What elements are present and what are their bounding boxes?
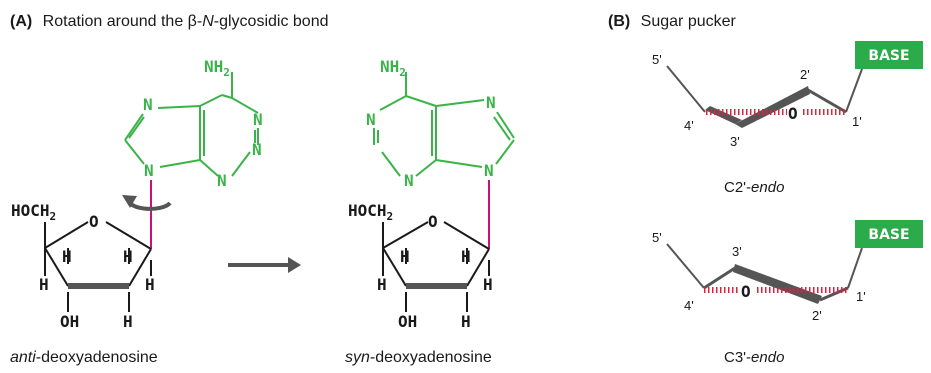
syn-n1-label: N [366, 110, 376, 129]
anti-n-ring-label: N [252, 140, 262, 159]
c2-endo-base-label: BASE [868, 48, 909, 64]
anti-n9-label: N [144, 161, 154, 180]
panel-b-title: (B) Sugar pucker [608, 13, 737, 30]
panel-a-letter: (A) [10, 13, 32, 30]
c3-endo-base-box [855, 220, 923, 248]
c2-endo-pos4: 4' [684, 118, 694, 133]
c3-endo-c4-c3-bond [703, 266, 736, 290]
c3-endo-pos3: 3' [732, 244, 742, 259]
c2-endo-c1-base-bond [845, 68, 863, 113]
syn-caption: syn-deoxyadenosine [345, 349, 492, 366]
c2-endo-pos3: 3' [730, 134, 740, 149]
panel-b-title-text: Sugar pucker [641, 13, 737, 30]
anti-h-c1-lower: H [145, 275, 155, 294]
anti-deoxyadenosine-structure: NH2 N N N N N HOCH2 O H H [10, 57, 263, 366]
c3-endo-c1-base-bond [847, 247, 863, 289]
anti-nh2-label: NH2 [204, 57, 230, 79]
syn-oh-label: OH [398, 312, 417, 331]
anti-h-c1: H [123, 247, 133, 266]
anti-h-c2: H [123, 312, 133, 331]
conversion-arrow-icon [228, 257, 301, 273]
anti-ring-o-label: O [89, 212, 99, 231]
c2-endo-c5-c4-bond [666, 65, 706, 113]
anti-n1-label: N [253, 110, 263, 129]
c2-endo-pos1: 1' [852, 114, 862, 129]
syn-ring-o-label: O [428, 212, 438, 231]
panel-a-title-prefix: Rotation around the [43, 13, 188, 30]
panel-a-title: (A) Rotation around the β-N-glycosidic b… [10, 13, 329, 30]
c3-endo-pucker: BASE O 5' 4' 3' 2' 1' C3'-endo [652, 220, 923, 366]
anti-oh-label: OH [60, 312, 79, 331]
syn-sugar-bonds [382, 221, 490, 312]
syn-h-c1: H [461, 247, 471, 266]
anti-sugar-bonds [44, 221, 152, 312]
panel-a-title-n: N [202, 13, 214, 30]
anti-hoch2-label: HOCH2 [11, 201, 56, 223]
c3-endo-c2-c1-bond [819, 286, 849, 302]
syn-n7-label: N [486, 93, 496, 112]
c3-endo-caption: C3'-endo [724, 349, 784, 366]
c3-endo-c5-c4-bond [666, 243, 705, 289]
syn-nh2-label: NH2 [380, 57, 406, 79]
anti-caption: anti-deoxyadenosine [10, 349, 158, 366]
c3-endo-base-label: BASE [868, 227, 909, 243]
c2-endo-caption: C2'-endo [724, 179, 784, 196]
c3-endo-pos1: 1' [856, 289, 866, 304]
c2-endo-c3-c2-bond [735, 86, 810, 128]
panel-a-title-suffix: -glycosidic bond [214, 13, 329, 30]
syn-deoxyadenosine-structure: NH2 N N N N HOCH2 O H H H H H OH syn-deo… [345, 57, 515, 366]
syn-h-c2: H [461, 312, 471, 331]
syn-n3-label: N [404, 171, 414, 190]
anti-n3-label: N [217, 171, 227, 190]
c2-endo-ring-o: O [788, 104, 798, 123]
syn-adenine-bonds [373, 72, 515, 177]
syn-h-c4: H [400, 247, 410, 266]
c3-endo-pos5: 5' [652, 230, 662, 245]
syn-h-c4-lower: H [377, 275, 387, 294]
rotation-arrow-icon [122, 195, 172, 211]
syn-n9-label: N [484, 161, 494, 180]
anti-h-c4: H [62, 247, 72, 266]
anti-n7-label: N [143, 95, 153, 114]
c2-endo-pos2: 2' [800, 67, 810, 82]
c3-endo-c3-c2-bond [733, 264, 822, 304]
panel-b-letter: (B) [608, 13, 630, 30]
c2-endo-base-box [855, 41, 923, 69]
c2-endo-c2-c1-bond [807, 88, 847, 114]
c2-endo-pos5: 5' [652, 52, 662, 67]
syn-h-c1-lower: H [483, 275, 493, 294]
anti-adenine-bonds [124, 72, 259, 177]
c3-endo-pos4: 4' [684, 298, 694, 313]
syn-hoch2-label: HOCH2 [348, 201, 393, 223]
c3-endo-ring-o: O [741, 282, 751, 301]
anti-h-c4-lower: H [39, 275, 49, 294]
panel-a-title-beta: β- [188, 13, 203, 30]
c3-endo-pos2: 2' [812, 308, 822, 323]
c2-endo-pucker: BASE O 5' 4' 3' 2' 1' C2'-endo [652, 41, 923, 196]
